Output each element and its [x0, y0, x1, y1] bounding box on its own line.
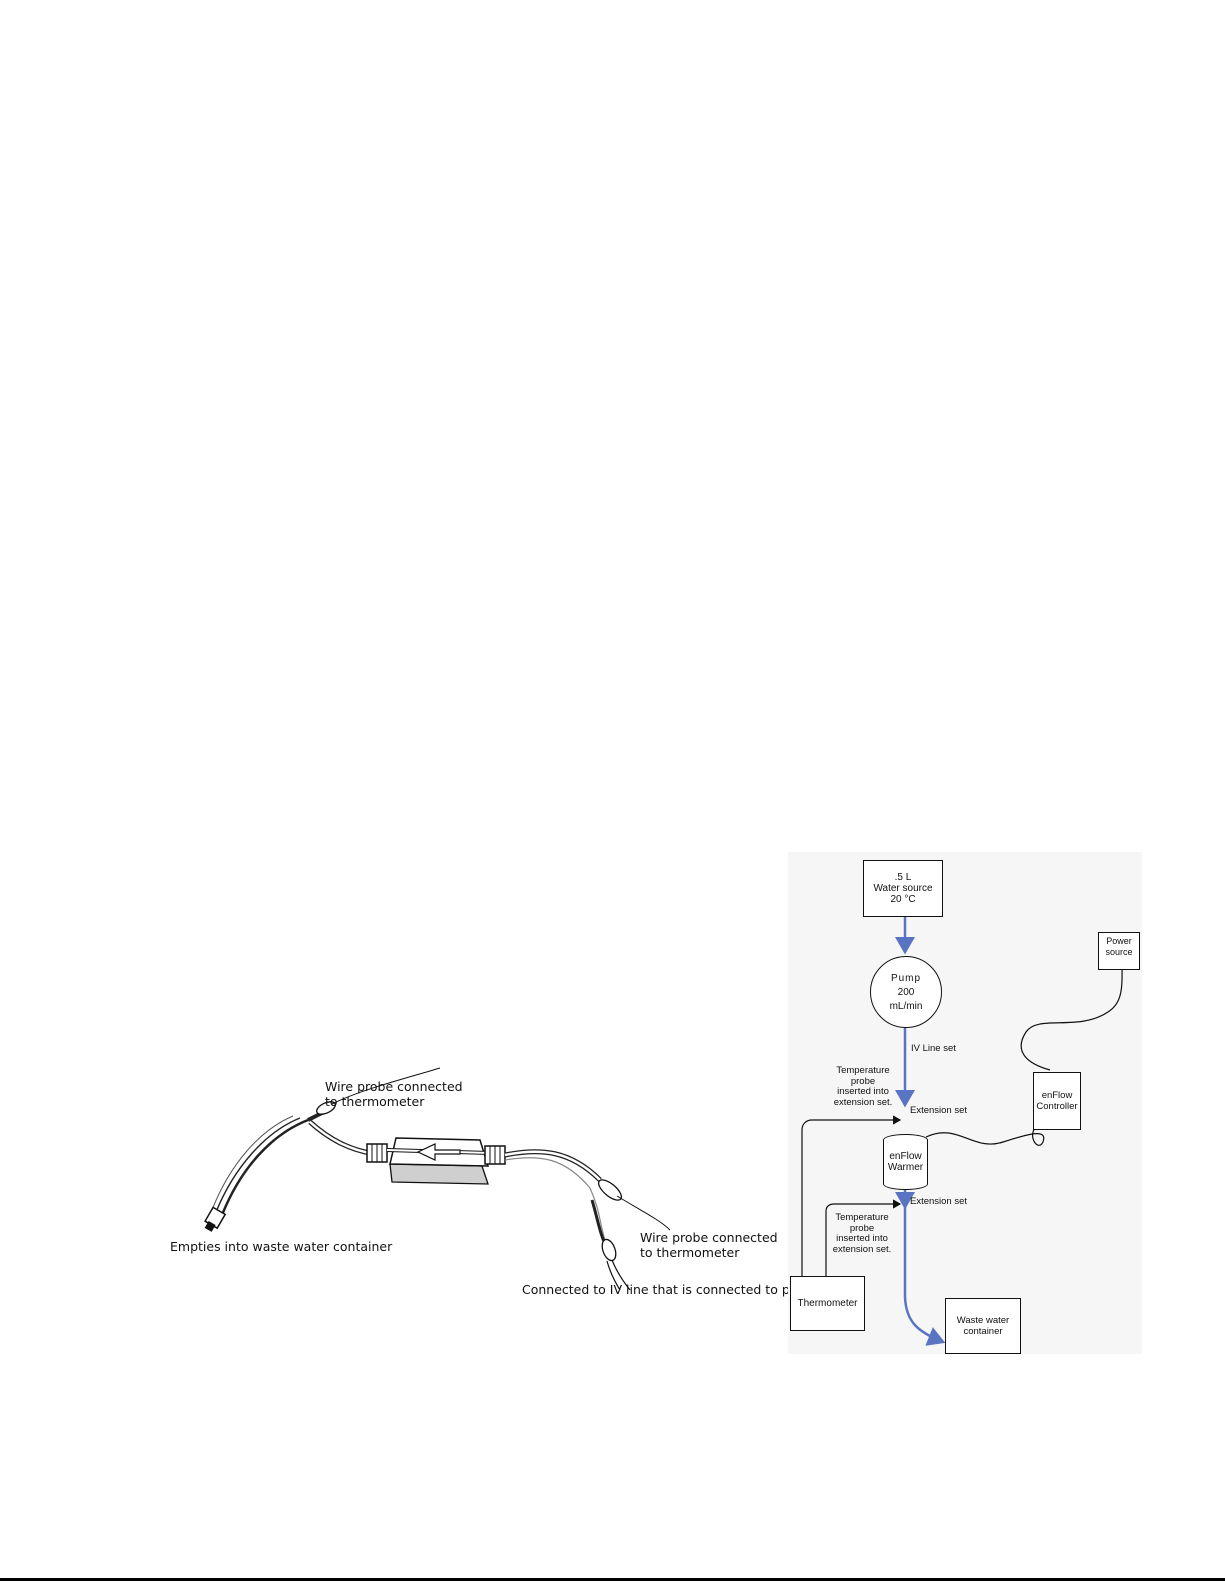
label-line: probe — [850, 1075, 876, 1087]
waste-line: Waste water — [956, 1315, 1010, 1326]
callout-wire-probe-right: Wire probe connected to thermometer — [640, 1230, 778, 1260]
callout-line: Wire probe connected — [640, 1230, 778, 1245]
pump-unit: mL/min — [889, 1000, 923, 1012]
callout-line: to thermometer — [325, 1094, 425, 1109]
pump-circle: Pump 200 mL/min — [870, 956, 942, 1028]
water-source-box: .5 L Water source 20 °C — [863, 860, 943, 917]
warmer-controller-cable — [925, 1127, 1045, 1146]
probe-wire-1 — [801, 1115, 902, 1330]
temp-probe-label-1: Temperature probe inserted into extensio… — [828, 1065, 898, 1108]
label-line: Temperature — [835, 1212, 889, 1223]
page-bottom-rule — [0, 1578, 1225, 1581]
water-source-volume: .5 L — [894, 872, 912, 883]
label-line: inserted into — [837, 1086, 889, 1097]
thermometer-box: Thermometer — [790, 1276, 865, 1331]
enflow-warmer-box: enFlow Warmer — [883, 1134, 928, 1190]
power-source-line: Power — [1106, 936, 1132, 946]
power-source-line: source — [1105, 947, 1133, 957]
water-source-label: Water source — [873, 883, 933, 894]
callout-line: to thermometer — [640, 1245, 740, 1260]
enflow-controller-box: enFlow Controller — [1033, 1072, 1081, 1130]
warmer-assembly-drawing — [204, 1067, 671, 1290]
iv-line-set-label: IV Line set — [911, 1043, 956, 1054]
power-cable — [1020, 959, 1123, 1071]
warmer-line: Warmer — [887, 1162, 924, 1173]
water-source-temp: 20 °C — [890, 894, 916, 905]
label-line: probe — [849, 1222, 875, 1234]
flow-diagram-connectors — [801, 917, 1126, 1346]
probe-wire-2 — [825, 1199, 902, 1330]
label-line: extension set. — [832, 1243, 892, 1255]
waste-water-box: Waste water container — [945, 1298, 1021, 1354]
power-source-box: Power source — [1098, 932, 1140, 970]
warmer-line: enFlow — [889, 1151, 922, 1162]
flow-to-waste — [903, 1207, 946, 1346]
callout-line: Wire probe connected — [325, 1079, 463, 1094]
extension-set-label-1: Extension set — [910, 1105, 968, 1116]
callout-wire-probe-top: Wire probe connected to thermometer — [325, 1079, 463, 1109]
label-line: extension set. — [833, 1096, 893, 1108]
thermometer-label: Thermometer — [797, 1298, 858, 1309]
label-line: Temperature — [836, 1065, 890, 1076]
callout-waste-water: Empties into waste water container — [170, 1239, 393, 1254]
controller-line: enFlow — [1041, 1090, 1073, 1101]
extension-set-label-2: Extension set — [910, 1196, 968, 1207]
pump-rate: 200 — [897, 986, 915, 998]
temp-probe-label-2: Temperature probe inserted into extensio… — [826, 1212, 898, 1255]
callout-iv-line: Connected to IV line that is connected t… — [522, 1282, 818, 1297]
label-line: inserted into — [836, 1233, 888, 1244]
controller-line: Controller — [1036, 1101, 1078, 1112]
flow-diagram: .5 L Water source 20 °C Pump 200 mL/min … — [788, 852, 1142, 1354]
pump-label: Pump — [890, 972, 922, 984]
waste-line: container — [963, 1326, 1003, 1337]
